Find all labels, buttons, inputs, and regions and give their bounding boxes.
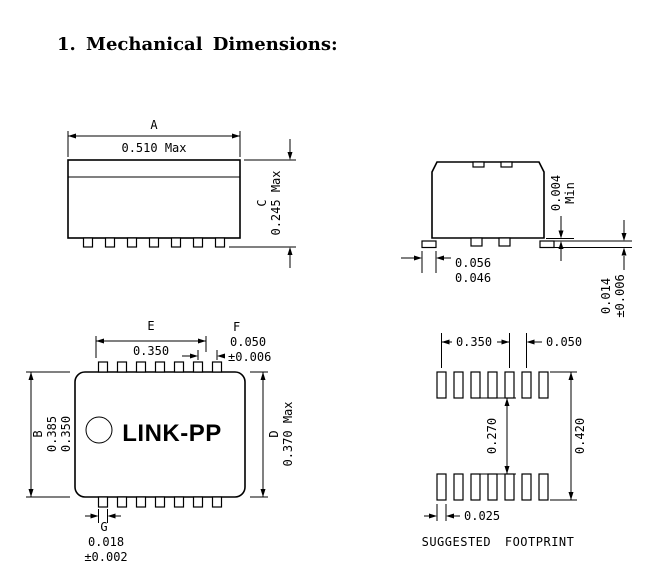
dim-pitch: 0.050 xyxy=(526,333,582,368)
dim-a-label: A xyxy=(150,118,158,132)
dim-span: 0.350 xyxy=(441,333,510,368)
dim-c-label: C xyxy=(255,199,269,206)
dim-g-value: 0.018 xyxy=(88,535,124,549)
dim-d: D 0.370 Max xyxy=(250,371,295,498)
dim-e: E 0.350 xyxy=(95,319,207,358)
end-view: 0.056 0.046 0.004 Min 0.014 ±0.006 xyxy=(401,161,632,318)
dim-b-value-min: 0.350 xyxy=(59,416,73,452)
top-view: LINK-PP E 0.350 F 0.050 ±0.006 B 0.385 xyxy=(26,319,295,564)
end-view-feet xyxy=(421,240,555,249)
end-view-top-marks xyxy=(472,161,513,168)
end-view-bottom-tabs xyxy=(470,237,511,247)
footprint-pads-bottom xyxy=(436,473,549,501)
dim-lead-value: 0.014 xyxy=(599,278,613,314)
dim-b-value-max: 0.385 xyxy=(45,416,59,452)
dim-outer: 0.420 xyxy=(550,371,587,501)
dim-a: A 0.510 Max xyxy=(67,118,241,157)
pin1-indicator xyxy=(85,416,113,444)
dim-f-value: 0.050 xyxy=(230,335,266,349)
dim-lead-tolerance: ±0.006 xyxy=(613,274,627,317)
dim-pitch-value: 0.050 xyxy=(546,335,582,349)
dim-standoff: 0.004 Min xyxy=(546,175,632,261)
dim-c-value: 0.245 Max xyxy=(269,170,283,235)
footprint-caption: SUGGESTED FOOTPRINT xyxy=(422,535,575,549)
dim-d-value: 0.370 Max xyxy=(281,401,295,466)
side-view: A 0.510 Max C 0.245 Max xyxy=(67,118,296,268)
dim-inner: 0.270 xyxy=(480,397,516,475)
top-view-pins-bottom xyxy=(97,496,223,508)
dim-e-value: 0.350 xyxy=(133,344,169,358)
side-view-pins xyxy=(82,237,226,248)
dim-foot-upper: 0.056 xyxy=(455,256,491,270)
dim-inner-value: 0.270 xyxy=(485,418,499,454)
dim-c: C 0.245 Max xyxy=(229,139,296,268)
footprint-view: 0.350 0.050 0.270 0.420 xyxy=(422,333,587,549)
side-view-body xyxy=(67,159,241,239)
dim-b: B 0.385 0.350 xyxy=(26,371,73,498)
dim-foot-lower: 0.046 xyxy=(455,271,491,285)
dim-outer-value: 0.420 xyxy=(573,418,587,454)
dim-pad-width: 0.025 xyxy=(424,504,500,523)
footprint-pads-top xyxy=(436,371,549,399)
dim-e-label: E xyxy=(147,319,154,333)
dim-g-tolerance: ±0.002 xyxy=(84,550,127,564)
dim-span-value: 0.350 xyxy=(456,335,492,349)
dim-foot-length: 0.056 0.046 xyxy=(401,251,491,285)
dim-d-label: D xyxy=(267,430,281,437)
end-view-body xyxy=(431,161,545,239)
dim-f-label: F xyxy=(233,320,240,334)
dim-b-label: B xyxy=(31,430,45,437)
dim-standoff-qualifier: Min xyxy=(563,182,577,204)
page-title: 1. Mechanical Dimensions: xyxy=(57,34,338,55)
top-view-pins-top xyxy=(97,361,223,373)
dim-lead-thickness: 0.014 ±0.006 xyxy=(599,220,627,318)
brand-logo: LINK-PP xyxy=(122,420,222,447)
dim-pad-width-value: 0.025 xyxy=(464,509,500,523)
dim-g-label: G xyxy=(100,520,107,534)
dim-f: F 0.050 ±0.006 xyxy=(182,320,271,364)
dim-standoff-value: 0.004 xyxy=(549,175,563,211)
dim-f-tolerance: ±0.006 xyxy=(228,350,271,364)
dim-g: G 0.018 ±0.002 xyxy=(84,509,128,564)
dim-a-value: 0.510 Max xyxy=(121,141,186,155)
